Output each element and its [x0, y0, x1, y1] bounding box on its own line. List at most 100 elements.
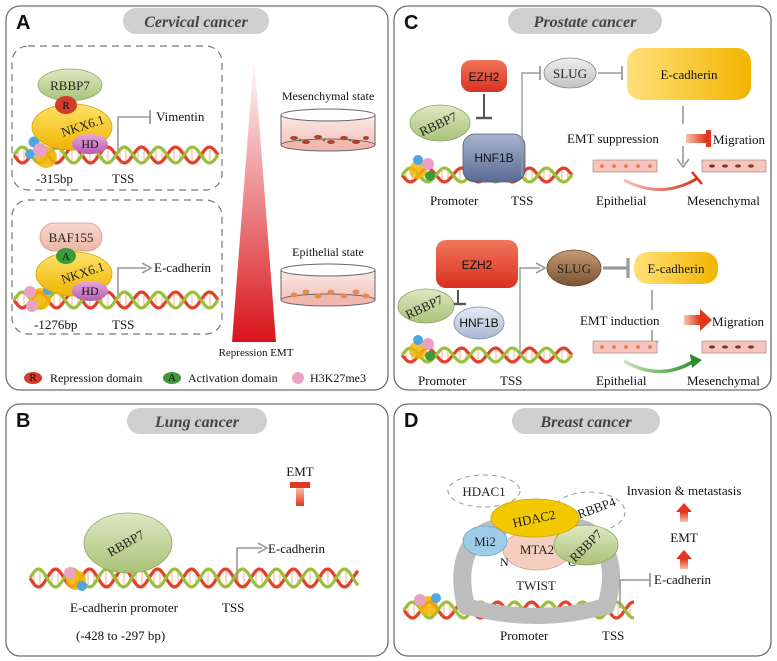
ecadherin-box	[634, 252, 718, 284]
inhibit-bar	[290, 482, 310, 488]
legend-activation-swatch	[163, 372, 181, 384]
homeodomain-label: HD	[81, 137, 99, 151]
legend-activation-label: Activation domain	[188, 371, 278, 385]
mesenchymal-dish	[280, 108, 376, 152]
ecadherin-label: E-cadherin	[654, 572, 712, 587]
n-terminus-label: N	[500, 555, 509, 569]
tss-label: TSS	[500, 373, 522, 388]
promoter-range-label: (-428 to -297 bp)	[76, 628, 165, 643]
ezh2-label: EZH2	[469, 70, 500, 84]
emt-induction-label: EMT induction	[580, 313, 660, 328]
activation-domain	[425, 171, 435, 181]
ezh2-protein	[436, 240, 518, 288]
ecadherin-label: E-cadherin	[660, 67, 718, 82]
ecadherin-complex-box	[11, 199, 223, 335]
panel-b-letter: B	[16, 410, 30, 432]
h3k27me3-mark	[414, 594, 426, 606]
inhibit-stem	[296, 488, 304, 506]
tss-inhibit-arrow	[619, 579, 650, 608]
arrow-head	[257, 542, 269, 554]
hdac1-label: HDAC1	[462, 484, 505, 499]
panel-c: C Prostate cancer RBBP7 HNF1B EZH2 SLUG …	[393, 5, 772, 391]
bp-top-label: -315bp	[36, 171, 73, 186]
ezh2-protein	[461, 60, 507, 92]
legend-repression-mark: R	[29, 372, 37, 384]
panel-d: D Breast cancer TWIST HDAC1 RBBP4 MTA2 N…	[393, 403, 772, 657]
mta2-label: MTA2	[520, 542, 554, 557]
slug-label: SLUG	[557, 261, 591, 276]
panel-d-letter: D	[404, 410, 418, 432]
hnf1b-protein	[453, 306, 505, 340]
mesenchymal-strip	[701, 159, 767, 173]
legend: R Repression domain A Activation domain …	[24, 371, 366, 385]
vimentin-complex-box	[11, 45, 223, 191]
homeodomain	[72, 281, 108, 301]
tss-label: TSS	[112, 317, 134, 332]
h3k27me3-mark	[422, 338, 434, 350]
activation-domain	[425, 351, 435, 361]
vimentin-label: Vimentin	[156, 109, 205, 124]
panel-b-title-pill	[127, 408, 267, 434]
panel-c-title-pill	[508, 8, 662, 34]
arrow-head	[141, 262, 153, 274]
mesenchymal-state-label: Mesenchymal state	[282, 89, 374, 103]
promoter-label: Promoter	[418, 373, 467, 388]
hdac1-protein	[447, 474, 521, 508]
epithelial-state-label: Epithelial state	[292, 245, 364, 259]
bp-bottom-label: -1276bp	[34, 317, 77, 332]
legend-h3k27me3-swatch	[292, 372, 304, 384]
legend-repression-label: Repression domain	[50, 371, 142, 385]
repression-emt-label: Repression EMT	[219, 347, 294, 359]
promoter-label: Promoter	[500, 628, 549, 643]
repression-emt-gradient	[232, 56, 276, 342]
tss-label: TSS	[602, 628, 624, 643]
mesenchymal-label: Mesenchymal	[687, 373, 760, 388]
migration-arrow-stem	[684, 315, 700, 325]
rbbp7-protein	[553, 524, 619, 566]
rbbp7-label: RBBP7	[50, 78, 90, 93]
tss-activate-arrow	[236, 547, 262, 580]
epithelial-dish	[280, 263, 376, 307]
mesenchymal-strip	[701, 340, 767, 354]
panel-c-box	[393, 5, 772, 391]
h3k9ac-mark	[25, 149, 35, 159]
h3k9ac-mark	[413, 335, 423, 345]
migration-inhibit-bar	[706, 130, 711, 147]
hnf1b-label: HNF1B	[474, 151, 513, 165]
migration-label: Migration	[713, 132, 765, 147]
repression-domain	[55, 96, 77, 114]
activation-domain-mark: A	[62, 251, 70, 263]
panel-a-title-pill	[123, 8, 269, 34]
h3k27me3-mark	[24, 286, 36, 298]
rbbp4-protein	[552, 491, 626, 533]
baf155-label: BAF155	[49, 230, 94, 245]
transition-blocked-bar	[691, 171, 703, 185]
hdac2-protein	[490, 498, 580, 538]
up-arrow	[676, 550, 692, 569]
panel-a-box	[5, 5, 389, 391]
hnf1b-label: HNF1B	[459, 316, 498, 330]
transition-blocked-arc	[623, 176, 699, 191]
panel-d-title: Breast cancer	[539, 414, 632, 431]
homeodomain-label: HD	[81, 284, 99, 298]
rbbp7-protein	[397, 288, 455, 324]
mesenchymal-label: Mesenchymal	[687, 193, 760, 208]
mi2-protein	[462, 525, 508, 557]
invasion-label: Invasion & metastasis	[627, 483, 742, 498]
transition-arc	[623, 359, 695, 374]
panel-d-title-pill	[512, 408, 660, 434]
legend-repression-swatch	[24, 372, 42, 384]
up-arrow	[676, 503, 692, 522]
migration-inhibit-stem	[686, 134, 706, 143]
h3k9ac-mark	[413, 155, 423, 165]
h3k27me3-mark	[33, 143, 47, 157]
panel-c-title: Prostate cancer	[533, 14, 637, 31]
dna-strand-green	[400, 346, 574, 364]
h3k27me3-mark	[422, 158, 434, 170]
ecadherin-label: E-cadherin	[154, 260, 212, 275]
repression-domain-mark: R	[62, 100, 70, 112]
slug-label: SLUG	[553, 66, 587, 81]
arrow-head	[676, 158, 690, 169]
hnf1b-protein	[462, 133, 526, 183]
promoter-label: E-cadherin promoter	[70, 600, 179, 615]
